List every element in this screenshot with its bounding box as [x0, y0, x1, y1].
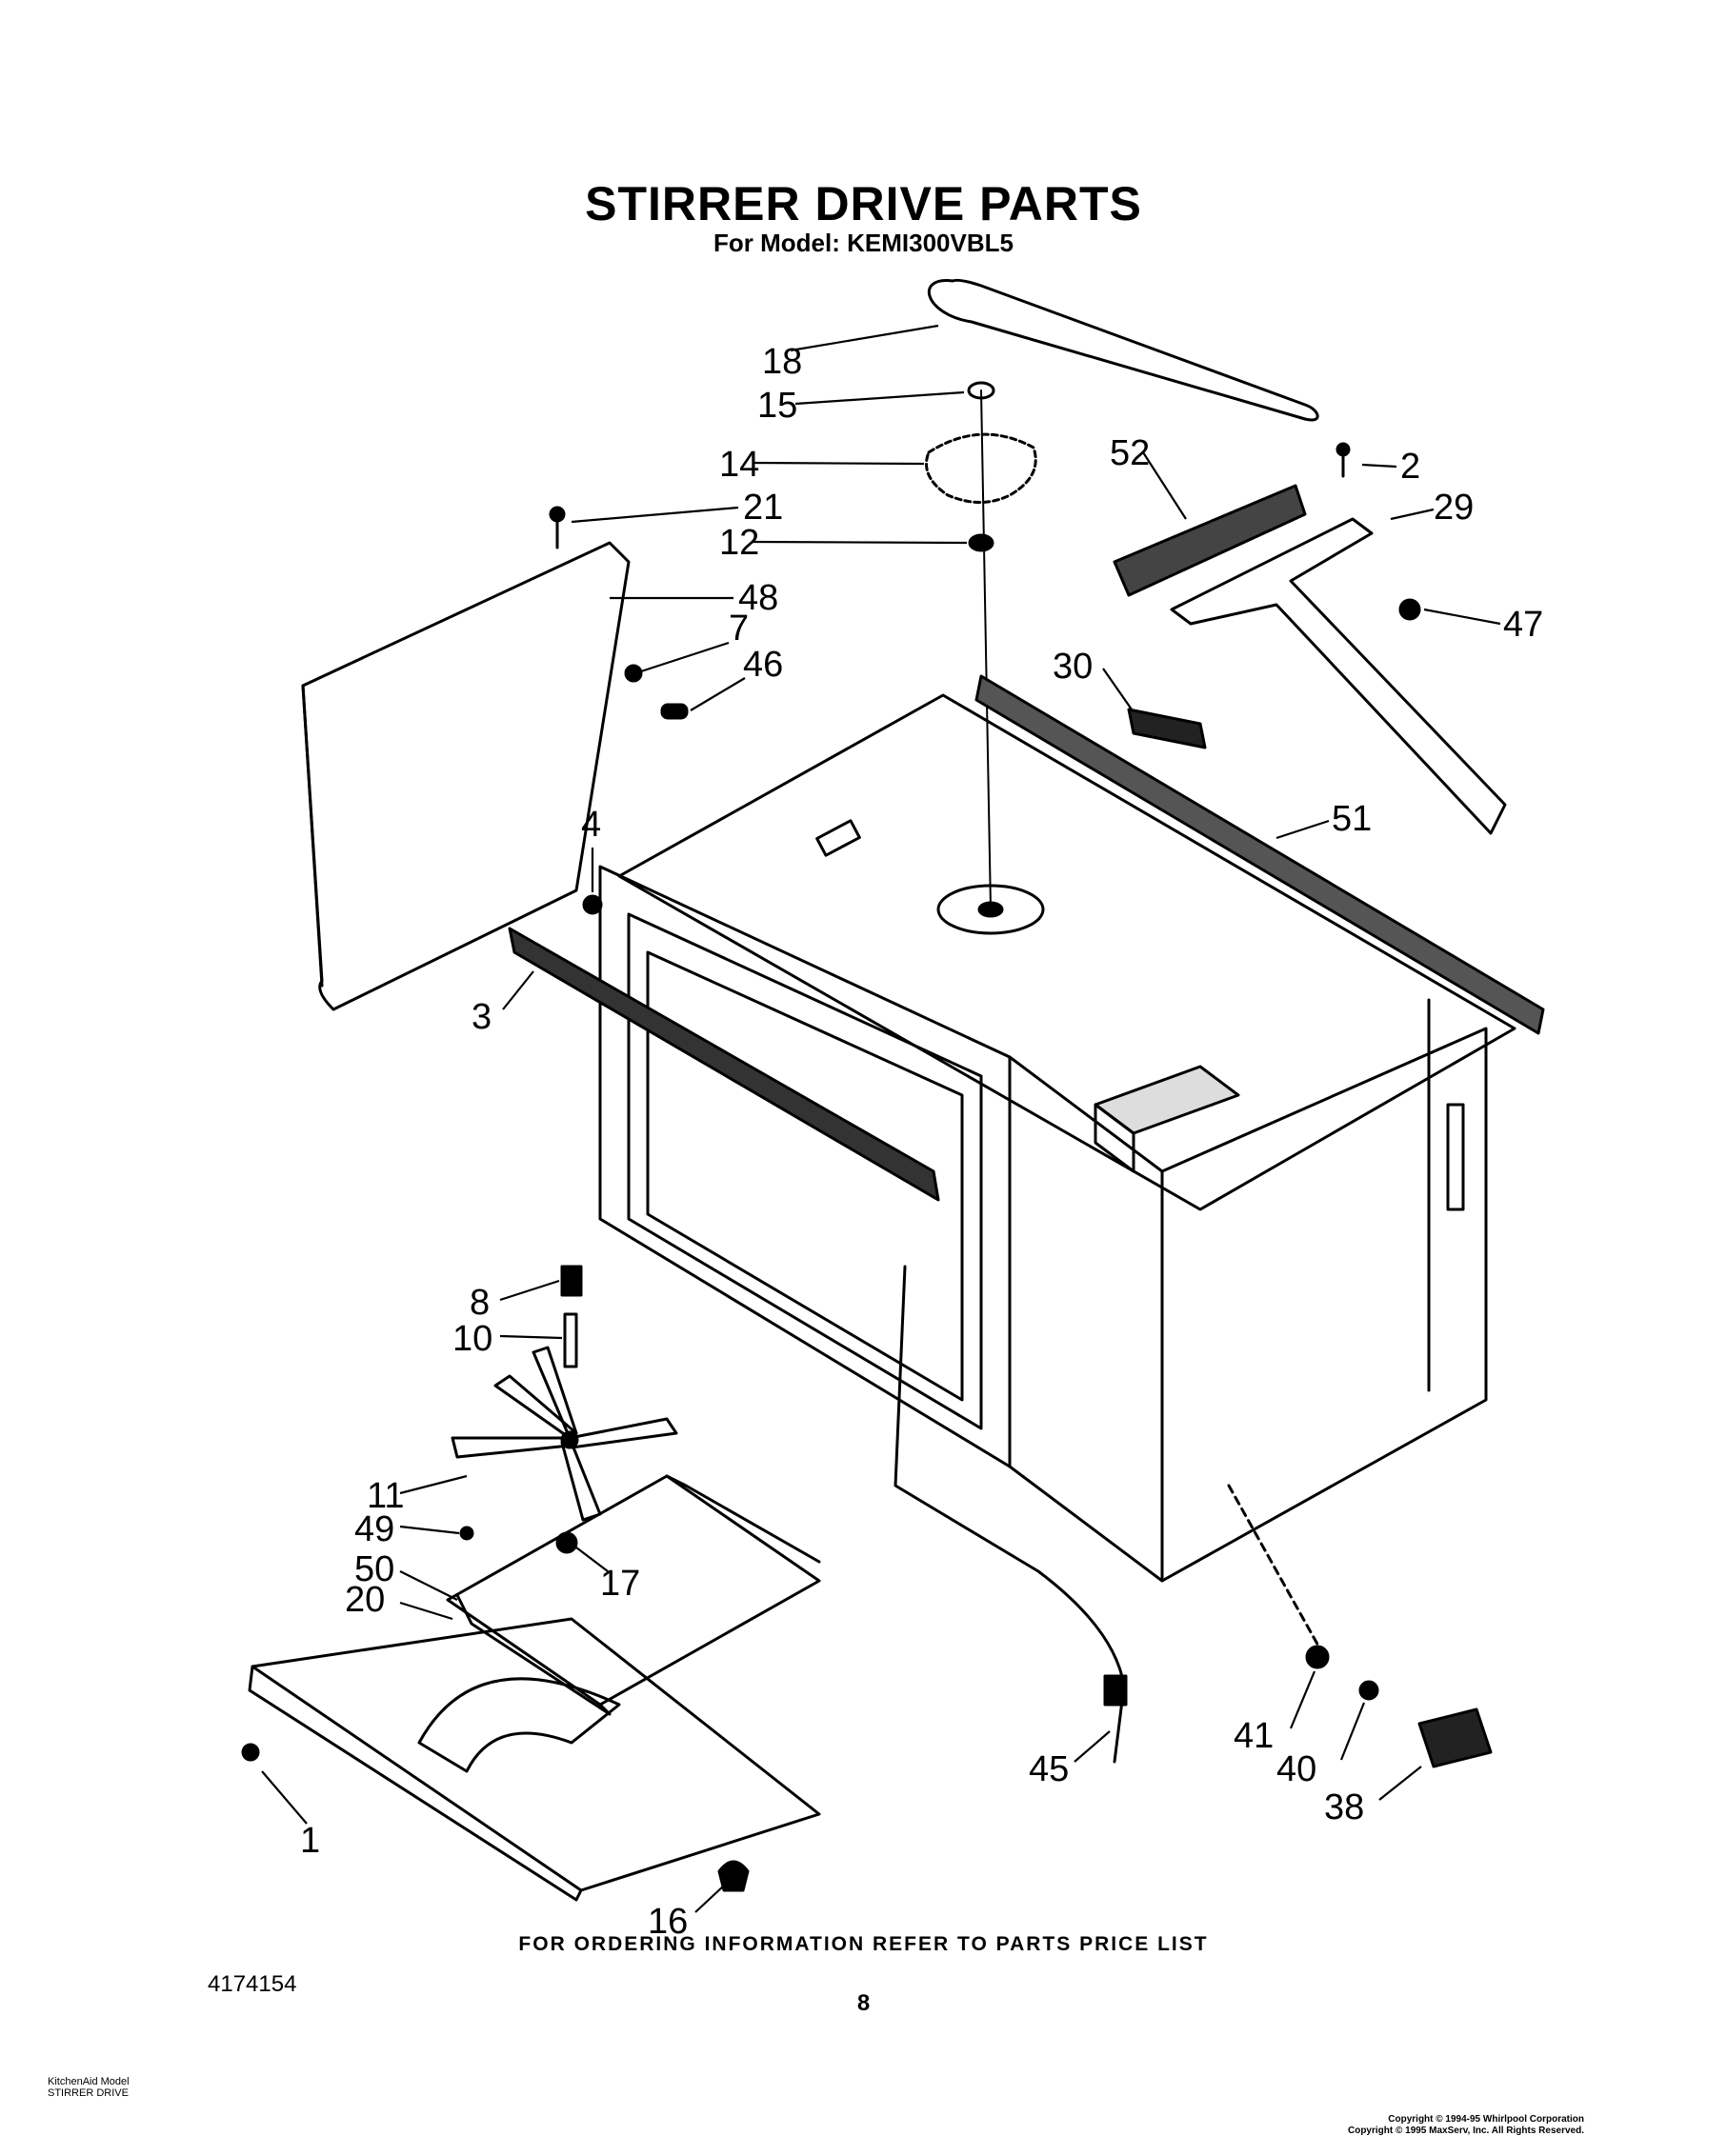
stirrer-blade-part	[451, 1346, 678, 1522]
callout-29: 29	[1434, 488, 1474, 528]
shaft-part	[563, 1312, 578, 1368]
callout-14: 14	[719, 445, 759, 485]
vent-grille-part	[974, 674, 1545, 1035]
callout-8: 8	[470, 1283, 490, 1323]
screw-part	[1335, 442, 1351, 478]
copyright-line: Copyright © 1995 MaxServ, Inc. All Right…	[1347, 2126, 1584, 2136]
callout-1: 1	[300, 1821, 320, 1861]
callout-7: 7	[729, 609, 749, 649]
foot-part	[717, 1860, 750, 1892]
model-footer-line: KitchenAid Model	[48, 2076, 130, 2087]
callout-30: 30	[1053, 647, 1093, 687]
nut-part	[1305, 1645, 1330, 1669]
callout-4: 4	[581, 805, 601, 845]
callout-38: 38	[1324, 1787, 1364, 1827]
callout-11: 11	[367, 1476, 404, 1516]
document-number: 4174154	[208, 1971, 297, 1997]
callout-10: 10	[452, 1319, 492, 1359]
page-title: STIRRER DRIVE PARTS	[585, 177, 1142, 230]
callout-18: 18	[762, 342, 802, 382]
callout-17: 17	[600, 1564, 640, 1604]
front-rail-part	[508, 927, 940, 1202]
callout-52: 52	[1110, 433, 1150, 473]
switch-part	[1417, 1707, 1493, 1768]
screw-part	[241, 1743, 260, 1762]
model-footer-line: STIRRER DRIVE	[48, 2087, 129, 2099]
copyright-notice: Copyright © 1994-95 Whirlpool Corporatio…	[1348, 2114, 1584, 2137]
belt-part	[927, 278, 1319, 422]
screw-part	[549, 506, 566, 549]
callout-41: 41	[1234, 1716, 1274, 1756]
model-subtitle: For Model: KEMI300VBL5	[713, 229, 1014, 257]
side-panel-part	[301, 541, 631, 1011]
copyright-line: Copyright © 1994-95 Whirlpool Corporatio…	[1388, 2114, 1584, 2125]
screw-part	[459, 1526, 474, 1541]
bushing-part	[560, 1265, 583, 1297]
washer-part	[1358, 1680, 1379, 1701]
callout-45: 45	[1029, 1749, 1069, 1789]
callout-16: 16	[648, 1902, 688, 1942]
callout-3: 3	[472, 997, 492, 1037]
model-footer: KitchenAid Model STIRRER DRIVE	[48, 2076, 130, 2099]
shaft-axis	[980, 389, 992, 910]
callout-12: 12	[719, 523, 759, 563]
stirrer-hub	[936, 884, 1045, 935]
callout-21: 21	[743, 488, 783, 528]
callout-50: 50	[354, 1549, 394, 1589]
cabinet-front	[598, 865, 1012, 1468]
callout-47: 47	[1503, 605, 1543, 645]
callout-51: 51	[1332, 799, 1372, 839]
mounting-bracket-part	[1170, 517, 1507, 835]
hinge-part	[624, 664, 689, 720]
stirrer-cover-part	[446, 1474, 821, 1707]
callout-46: 46	[743, 645, 783, 685]
ordering-note: FOR ORDERING INFORMATION REFER TO PARTS …	[518, 1933, 1209, 1955]
callout-15: 15	[757, 386, 797, 426]
base-plate-part	[251, 1617, 821, 1892]
washer-part	[968, 533, 994, 552]
callout-2: 2	[1400, 447, 1420, 487]
washer-part	[582, 894, 603, 915]
clip-part	[1127, 708, 1207, 749]
stirrer-gear-part	[925, 432, 1037, 504]
callout-40: 40	[1276, 1749, 1316, 1789]
cabinet-top	[617, 693, 1516, 1211]
callout-20: 20	[345, 1580, 385, 1620]
cabinet-side	[1008, 1027, 1488, 1583]
page-number: 8	[856, 1990, 871, 2016]
vent-bracket-part	[1113, 484, 1307, 597]
callout-49: 49	[354, 1509, 394, 1549]
callout-48: 48	[738, 578, 778, 618]
nut-part	[1398, 598, 1421, 621]
